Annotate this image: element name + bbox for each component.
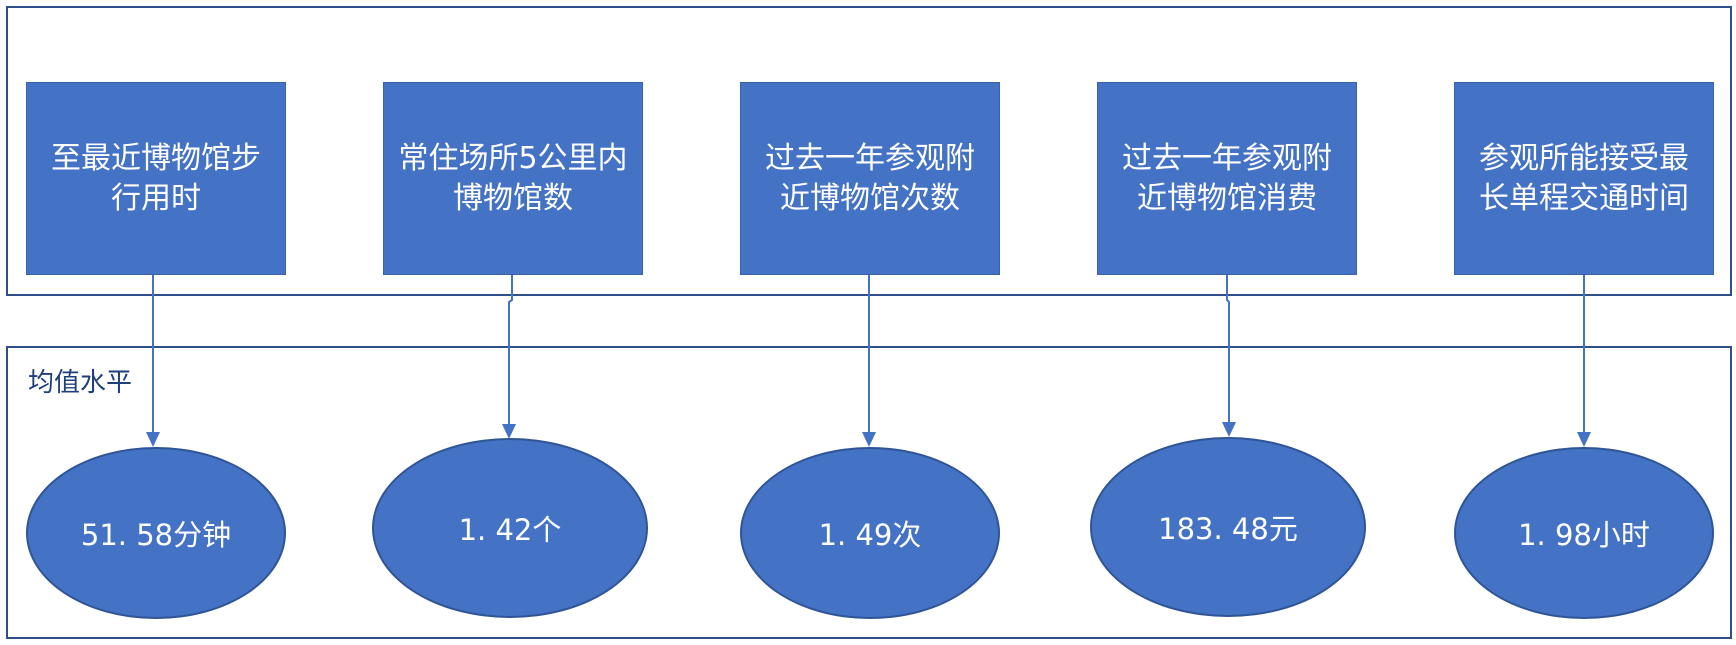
mean-level-title: 均值水平	[28, 368, 133, 398]
indicator-box-visit-count: 过去一年参观附近博物馆次数	[740, 82, 1000, 275]
value-ellipse-visit-count: 1. 49次	[740, 447, 1000, 619]
value-ellipse-visit-spending: 183. 48元	[1090, 437, 1366, 617]
indicator-box-visit-spending: 过去一年参观附近博物馆消费	[1097, 82, 1357, 275]
value-ellipse-walk-time: 51. 58分钟	[26, 447, 286, 619]
value-ellipse-museum-count: 1. 42个	[372, 438, 648, 618]
indicator-box-travel-time: 参观所能接受最长单程交通时间	[1454, 82, 1714, 275]
indicator-box-museum-count: 常住场所5公里内博物馆数	[383, 82, 643, 275]
value-ellipse-travel-time: 1. 98小时	[1454, 447, 1714, 619]
indicator-box-walk-time: 至最近博物馆步行用时	[26, 82, 286, 275]
